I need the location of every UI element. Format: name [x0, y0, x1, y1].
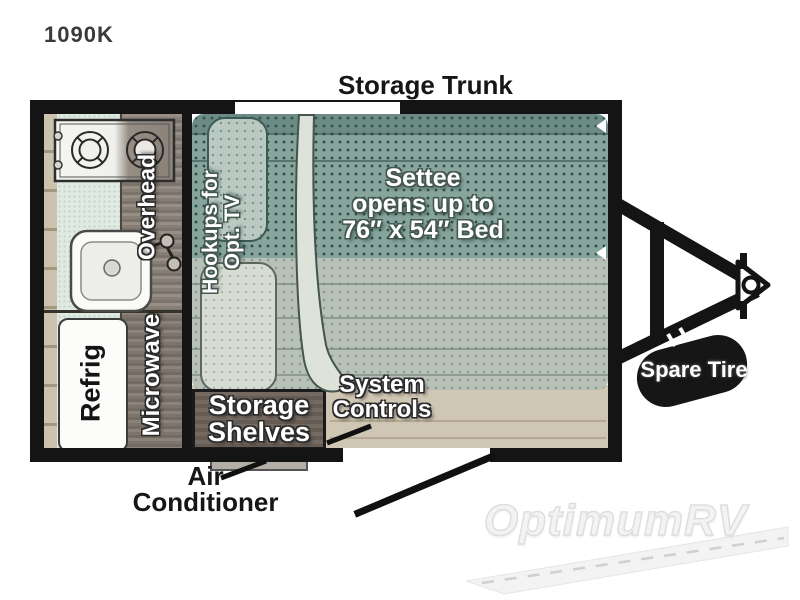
spare-tire-icon: [636, 326, 748, 407]
model-number: 1090K: [44, 22, 114, 47]
microwave-cabinet-panel: [121, 312, 182, 448]
system-controls-line2: Controls: [332, 396, 432, 423]
stove-burner-icon: [71, 131, 109, 169]
stove-burner-icon: [126, 131, 164, 169]
storage-trunk-opening: [235, 102, 400, 114]
storage-shelves-line2: Shelves: [207, 417, 311, 447]
watermark-brand: OptimumRV: [483, 495, 748, 546]
floor-line: [330, 420, 606, 422]
settee-label-line1: Settee: [385, 164, 461, 192]
settee-label-line3: 76″ x 54″ Bed: [342, 216, 504, 244]
settee-back-band: [192, 114, 608, 133]
watermark-road-icon: [465, 526, 789, 595]
air-conditioner-line1: Air: [187, 461, 224, 491]
cushion-seam: [192, 317, 608, 319]
floor-line: [330, 437, 606, 439]
wall-right: [608, 100, 622, 462]
air-conditioner-leader: [220, 458, 267, 481]
storage-trunk-label: Storage Trunk: [338, 70, 513, 100]
system-controls-leader: [326, 423, 372, 446]
wall-left: [30, 100, 44, 462]
cushion-seam: [192, 283, 608, 285]
cushion-notch: [596, 246, 606, 260]
wall-bottom-right: [490, 448, 622, 462]
air-conditioner-label: Air Conditioner: [128, 463, 283, 515]
trailer-tongue: [608, 195, 761, 367]
tv-hookups-line1: Hookups for: [199, 170, 222, 294]
settee-label: Settee opens up to 76″ x 54″ Bed: [313, 165, 533, 243]
air-conditioner-line2: Conditioner: [132, 487, 279, 517]
system-controls-line1: System: [339, 371, 425, 398]
entry-door: [353, 452, 496, 518]
pillow: [200, 262, 277, 392]
storage-shelves-line1: Storage: [208, 390, 310, 420]
storage-shelves-label: Storage Shelves: [192, 392, 326, 446]
kitchen-cabinet-edge: [44, 114, 57, 448]
spare-tire-label: Spare Tire: [640, 357, 748, 382]
wall-kitchen-divider: [182, 100, 192, 462]
cushion-notch: [596, 119, 606, 133]
tv-hookups-line2: Opt. TV: [221, 194, 244, 270]
hitch-coupler-icon: [735, 259, 771, 311]
cushion-seam: [192, 374, 608, 376]
cushion-seam: [192, 133, 608, 135]
cushion-seam: [192, 160, 608, 162]
curtain-drape: [295, 114, 348, 393]
system-controls-label: System Controls: [322, 372, 442, 422]
cushion-seam: [192, 348, 608, 350]
sink-icon: [69, 229, 153, 313]
settee-label-line2: opens up to: [352, 190, 494, 218]
faucet-icon: [149, 233, 182, 272]
pillow: [207, 117, 268, 242]
